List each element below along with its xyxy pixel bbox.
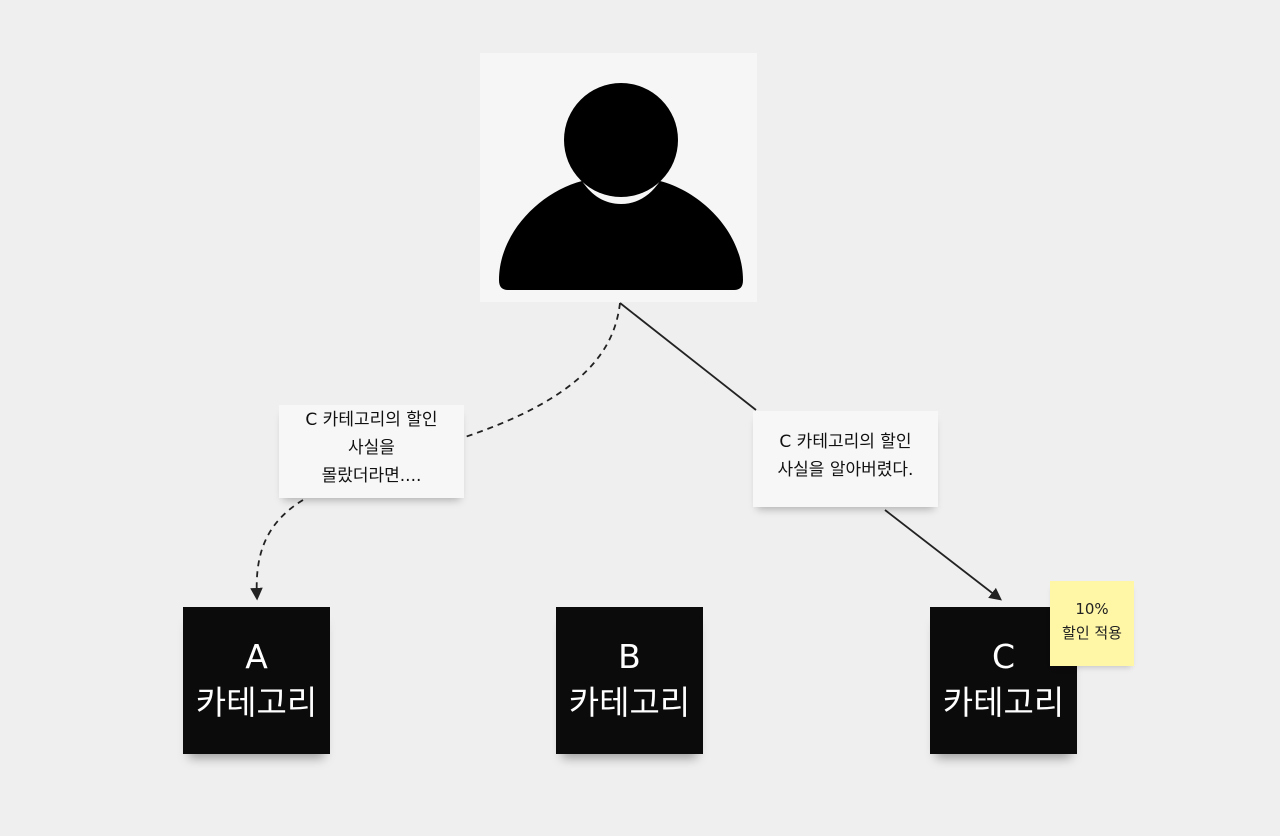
note-unaware-line-1: C 카테고리의 할인 xyxy=(305,410,438,430)
category-a-letter: A xyxy=(245,637,268,676)
dashed-connector-user-to-note xyxy=(464,302,621,438)
discount-label: 할인 적용 xyxy=(1062,624,1122,642)
category-a-name: 카테고리 xyxy=(195,683,318,722)
note-unaware-line-3: 몰랐더라면.... xyxy=(321,466,422,486)
note-aware-line-1: C 카테고리의 할인 xyxy=(779,432,912,452)
category-b-card: B 카테고리 xyxy=(556,607,703,754)
note-unaware: C 카테고리의 할인 사실을 몰랐더라면.... xyxy=(279,405,464,498)
note-unaware-line-2: 사실을 xyxy=(348,438,395,458)
category-b-name: 카테고리 xyxy=(568,683,691,722)
category-c-card: C 카테고리 xyxy=(930,607,1077,754)
note-aware: C 카테고리의 할인 사실을 알아버렸다. xyxy=(753,411,938,507)
solid-connector-user-to-note xyxy=(619,302,757,411)
discount-sticky-note: 10% 할인 적용 xyxy=(1050,581,1134,666)
solid-arrow-note-to-category-c xyxy=(884,509,1002,601)
discount-percent: 10% xyxy=(1075,600,1109,618)
note-aware-line-2: 사실을 알아버렸다. xyxy=(777,460,914,480)
person-icon xyxy=(499,72,743,290)
dashed-arrow-note-to-category-a xyxy=(250,499,304,601)
category-c-letter: C xyxy=(991,637,1016,676)
category-a-card: A 카테고리 xyxy=(183,607,330,754)
category-c-name: 카테고리 xyxy=(942,683,1065,722)
user-card xyxy=(480,53,757,302)
category-b-letter: B xyxy=(618,637,641,676)
